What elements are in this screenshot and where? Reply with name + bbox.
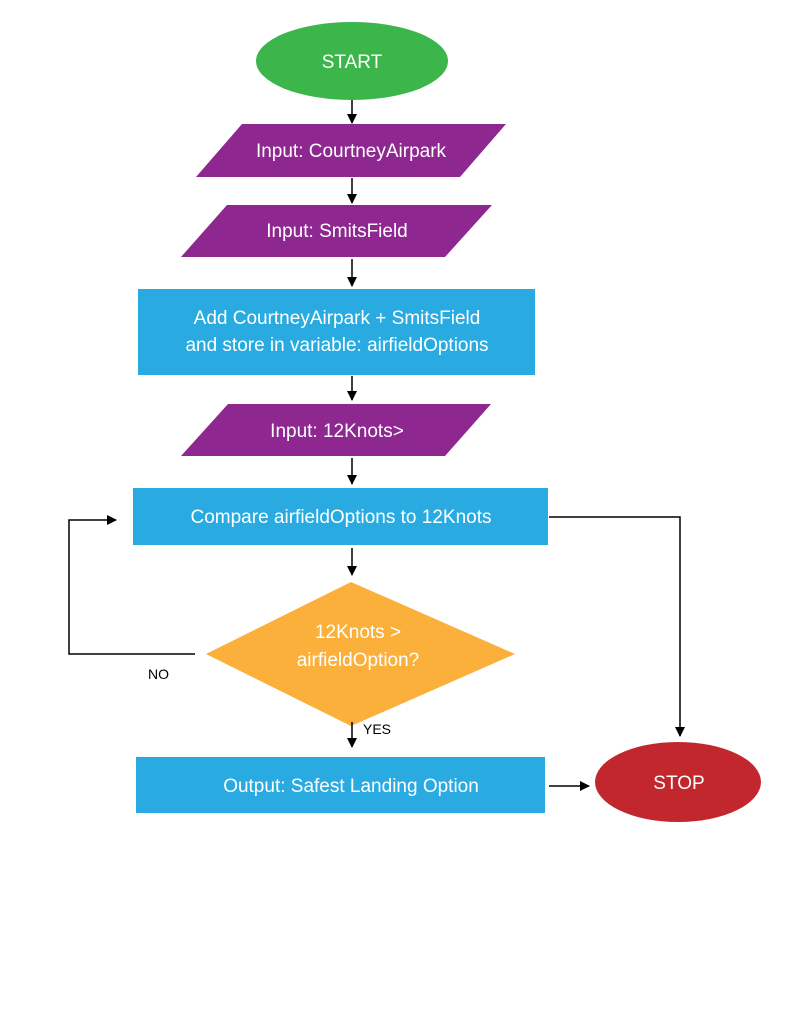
- start-oval: [256, 22, 448, 100]
- compare-node: Compare airfieldOptions to 12Knots: [133, 488, 548, 545]
- add-store-line2: and store in variable: airfieldOptions: [185, 335, 488, 356]
- stop-oval: [595, 742, 761, 822]
- input-knots-label: Input: 12Knots>: [270, 421, 404, 442]
- decision-line1: 12Knots >: [315, 622, 401, 643]
- input-smits-node: Input: SmitsField: [181, 205, 492, 257]
- decision-node: 12Knots > airfieldOption?: [206, 582, 515, 726]
- yes-label: YES: [363, 721, 391, 737]
- compare-label: Compare airfieldOptions to 12Knots: [191, 507, 492, 528]
- input-courtney-label: Input: CourtneyAirpark: [256, 141, 447, 162]
- add-store-shape: [138, 289, 535, 375]
- output-label: Output: Safest Landing Option: [223, 776, 479, 797]
- add-store-line1: Add CourtneyAirpark + SmitsField: [194, 308, 481, 329]
- decision-shape: [206, 582, 515, 726]
- output-node: Output: Safest Landing Option: [136, 757, 545, 813]
- stop-node: STOP: [595, 742, 761, 822]
- input-smits-shape: [181, 205, 492, 257]
- stop-label: STOP: [653, 773, 704, 794]
- input-courtney-shape: [196, 124, 506, 177]
- start-node: START: [256, 22, 448, 100]
- edge-no-loop: [68, 515, 195, 655]
- no-label: NO: [148, 666, 169, 682]
- decision-line2: airfieldOption?: [297, 650, 420, 671]
- start-label: START: [322, 52, 383, 73]
- output-shape: [136, 757, 545, 813]
- input-smits-label: Input: SmitsField: [266, 221, 408, 242]
- edge-compare-to-stop: [549, 516, 685, 737]
- input-courtney-node: Input: CourtneyAirpark: [196, 124, 506, 177]
- add-store-node: Add CourtneyAirpark + SmitsField and sto…: [138, 289, 535, 375]
- input-knots-shape: [181, 404, 491, 456]
- compare-shape: [133, 488, 548, 545]
- input-knots-node: Input: 12Knots>: [181, 404, 491, 456]
